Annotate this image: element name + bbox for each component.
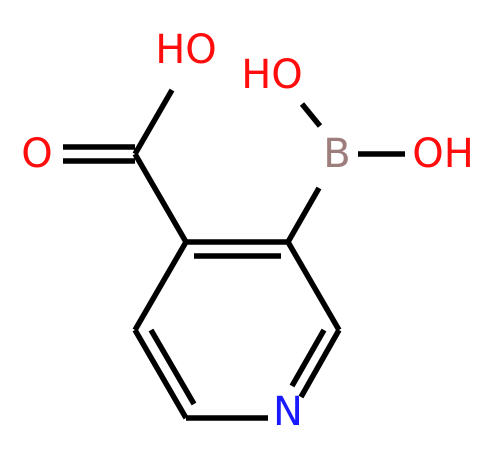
bond-boron-oh-upper — [299, 102, 323, 128]
carboxyl-group — [63, 88, 189, 244]
boronic-acid-group — [285, 102, 405, 244]
hydroxyl-top-label: HO — [155, 27, 217, 73]
bond-c6-c5-inner — [148, 328, 197, 406]
bond-c2-n — [298, 328, 342, 399]
hydroxyl-boron-upper-label: HO — [241, 52, 303, 98]
bond-c2-n-inner — [289, 328, 327, 388]
carbonyl-oxygen-label: O — [21, 131, 52, 177]
bond-c6-c5 — [132, 328, 189, 420]
boron-label: B — [323, 131, 350, 177]
bond-c3-boron — [285, 186, 322, 244]
bond-carboxyl-oh — [132, 88, 175, 156]
hydroxyl-boron-right-label: OH — [412, 131, 474, 177]
bond-c4-carboxyl — [132, 152, 189, 244]
bond-c5-c4 — [132, 240, 189, 332]
bond-c3-c2 — [285, 240, 342, 332]
pyridine-ring — [132, 239, 342, 421]
nitrogen-label: N — [273, 389, 303, 435]
